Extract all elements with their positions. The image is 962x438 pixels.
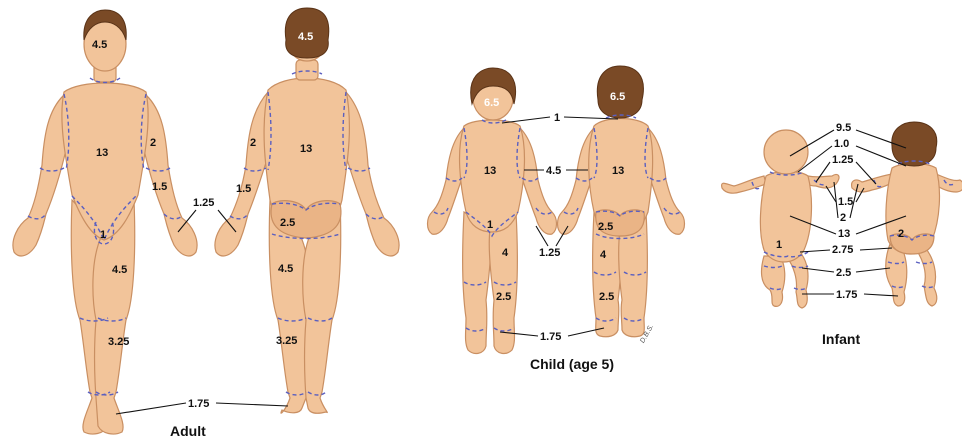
child-neck-leader-front	[502, 117, 550, 123]
adult-trunk-back-label: 13	[300, 143, 312, 155]
adult-upper-arm-front-label: 2	[150, 137, 156, 149]
child-trunk-front-label: 13	[484, 165, 496, 177]
infant-foot-label: 1.75	[836, 289, 857, 301]
infant-upper-arm-label: 1.25	[832, 154, 853, 166]
adult-trunk-front-label: 13	[96, 147, 108, 159]
adult-head-back-label: 4.5	[298, 31, 313, 43]
infant-thigh-leader-back	[860, 248, 892, 250]
child-caption: Child (age 5)	[530, 356, 614, 372]
adult-caption: Adult	[170, 423, 206, 438]
adult-leg-front-label: 3.25	[108, 336, 129, 348]
adult-genitalia-label: 1	[100, 229, 106, 241]
adult-forearm-front-label: 1.5	[152, 181, 167, 193]
child-genitalia-label: 1	[487, 219, 493, 231]
infant-buttocks-label: 2	[898, 228, 904, 240]
child-leg-front-label: 2.5	[496, 291, 511, 303]
child-foot-label: 1.75	[540, 331, 561, 343]
adult-head-front-label: 4.5	[92, 39, 107, 51]
adult-back-figure	[215, 8, 399, 413]
infant-front-figure	[722, 130, 839, 308]
adult-front-figure	[13, 10, 197, 434]
adult-buttocks-label: 2.5	[280, 217, 295, 229]
child-head-back-label: 6.5	[610, 91, 625, 103]
child-thigh-back-label: 4	[600, 249, 607, 261]
adult-foot-leader-front	[116, 403, 186, 414]
adult-thigh-front-label: 4.5	[112, 264, 127, 276]
infant-leg-label: 2.5	[836, 267, 851, 279]
infant-neck-label: 1.0	[834, 138, 849, 150]
child-leg-back-label: 2.5	[599, 291, 614, 303]
infant-trunk-label: 13	[838, 228, 850, 240]
adult-thigh-back-label: 4.5	[278, 263, 293, 275]
infant-leg-leader-back	[856, 268, 890, 272]
adult-forearm-back-label: 1.5	[236, 183, 251, 195]
infant-head-label: 9.5	[836, 122, 851, 134]
child-back-figure	[558, 66, 685, 337]
adult-foot-label: 1.75	[188, 398, 209, 410]
child-trunk-back-label: 13	[612, 165, 624, 177]
child-arm-label: 4.5	[546, 165, 561, 177]
adult-upper-arm-back-label: 2	[250, 137, 256, 149]
child-buttocks-label: 2.5	[598, 221, 613, 233]
child-thigh-front-label: 4	[502, 247, 509, 259]
child-head-front-label: 6.5	[484, 97, 499, 109]
infant-genitalia-label: 1	[776, 239, 782, 251]
adult-leg-back-label: 3.25	[276, 335, 297, 347]
infant-caption: Infant	[822, 331, 860, 347]
child-neck-label: 1	[554, 112, 560, 124]
child-hand-label: 1.25	[539, 247, 560, 259]
child-neck-leader-back	[564, 117, 618, 119]
infant-hand-label: 2	[840, 212, 846, 224]
child-front-figure	[428, 68, 557, 353]
infant-thigh-label: 2.75	[832, 244, 853, 256]
infant-forearm-label: 1.5	[838, 196, 853, 208]
adult-hand-label: 1.25	[193, 197, 214, 209]
infant-back-figure	[852, 122, 962, 306]
adult-foot-leader-back	[216, 403, 288, 406]
